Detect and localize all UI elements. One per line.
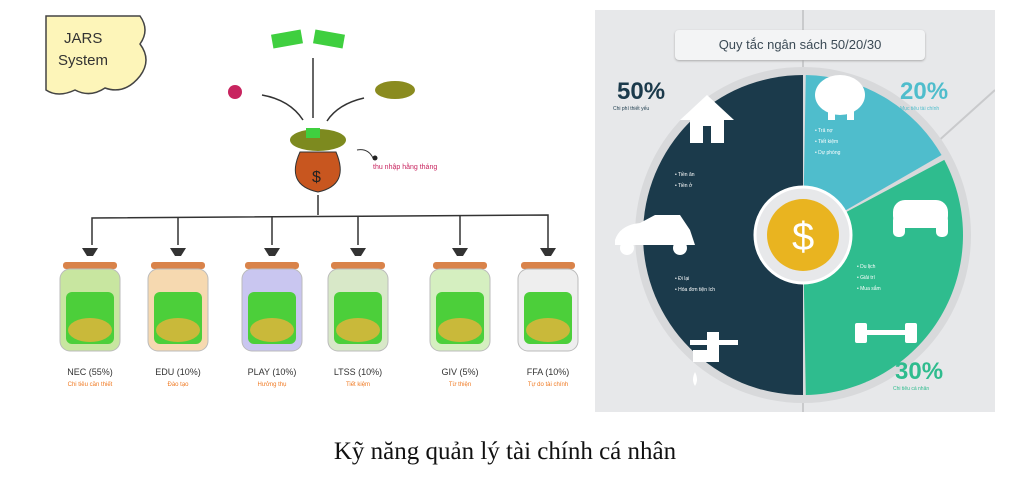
piggy-bank-icon xyxy=(815,75,865,120)
jar-label: LTSS (10%) xyxy=(333,367,383,377)
jar-icon xyxy=(517,248,579,352)
budget-wheel: $ xyxy=(615,10,995,412)
financial-goals-label: Mục tiêu tài chính xyxy=(900,106,940,112)
list-item: • Giải trí xyxy=(857,275,875,281)
list-item: • Tiền ở xyxy=(675,183,693,189)
income-label: thu nhập hằng tháng xyxy=(373,164,438,171)
faucet-icon xyxy=(690,332,738,386)
jar-icon xyxy=(241,248,303,352)
budget-title: Quy tắc ngân sách 50/20/30 xyxy=(675,30,925,60)
percent-30: 30% xyxy=(895,358,944,385)
bullet-list: • Tiền ăn • Tiền ở xyxy=(675,170,695,192)
gold-coins-icon xyxy=(375,81,415,99)
dollar-coin-icon xyxy=(767,199,839,271)
jar-label: EDU (10%) xyxy=(155,367,201,377)
money-bag-icon: $ xyxy=(290,128,346,193)
list-item: • Tiết kiệm xyxy=(815,139,839,145)
caption: Kỹ năng quản lý tài chính cá nhân xyxy=(333,438,677,465)
jar-label: NEC (55%) xyxy=(67,367,113,377)
jar-icon xyxy=(429,248,491,352)
jar-description: Tự do tài chính xyxy=(527,382,569,388)
percent-50: 50% xyxy=(617,78,666,105)
gem-icon xyxy=(228,85,242,99)
car-icon xyxy=(615,215,695,255)
jar-description: Tiết kiệm xyxy=(345,382,371,388)
personal-label: Chi tiêu cá nhân xyxy=(893,386,930,392)
segment-financial-goals xyxy=(803,75,942,235)
list-item: • Hóa đơn tiện ích xyxy=(675,287,716,293)
list-item: • Trả nợ xyxy=(815,128,833,134)
jars-badge-text: JARS System xyxy=(58,28,108,72)
percent-20: 20% xyxy=(900,78,949,105)
dumbbell-icon xyxy=(855,323,917,343)
list-item: • Du lịch xyxy=(857,264,876,270)
jar-label: GIV (5%) xyxy=(441,367,479,377)
list-item: • Mua sắm xyxy=(857,286,881,292)
essentials-label: Chi phí thiết yếu xyxy=(613,106,650,112)
list-item: • Đi lại xyxy=(675,276,690,282)
bullet-list: • Trả nợ • Tiết kiệm • Dự phòng xyxy=(815,126,840,159)
jar-description: Hưởng thụ xyxy=(257,382,287,388)
jars-diagram: $ xyxy=(45,15,579,352)
gamepad-icon xyxy=(893,200,948,237)
svg-text:$: $ xyxy=(792,215,814,259)
jars-badge xyxy=(45,15,147,95)
jar-icon xyxy=(147,248,209,352)
income-arrows xyxy=(261,58,365,122)
bullet-list: • Đi lại • Hóa đơn tiện ích xyxy=(675,274,715,296)
banknote-icon xyxy=(271,29,345,49)
jar-description: Từ thiện xyxy=(448,382,472,388)
jar-description: Chi tiêu cần thiết xyxy=(67,382,113,388)
house-icon xyxy=(680,95,734,143)
bullet-list: • Du lịch • Giải trí • Mua sắm xyxy=(857,262,881,295)
budget-rule-panel: $ Quy tắc ngân sách 50/20/30 50% Chi phí… xyxy=(595,10,995,412)
badge-line: System xyxy=(58,52,109,69)
distribution-tree xyxy=(91,195,549,250)
jar-label: PLAY (10%) xyxy=(247,367,297,377)
jar-label: FFA (10%) xyxy=(526,367,570,377)
list-item: • Tiền ăn xyxy=(675,172,695,178)
jar-icon xyxy=(59,248,121,352)
jars-system-panel: $ JARS System thu nhập hằng tháng N xyxy=(45,15,579,388)
svg-text:$: $ xyxy=(312,169,321,186)
list-item: • Dự phòng xyxy=(815,150,841,156)
badge-line: JARS xyxy=(64,30,103,47)
segment-essentials xyxy=(643,75,803,395)
jar-description: Đào tạo xyxy=(167,382,189,388)
jar-icon xyxy=(327,248,389,352)
